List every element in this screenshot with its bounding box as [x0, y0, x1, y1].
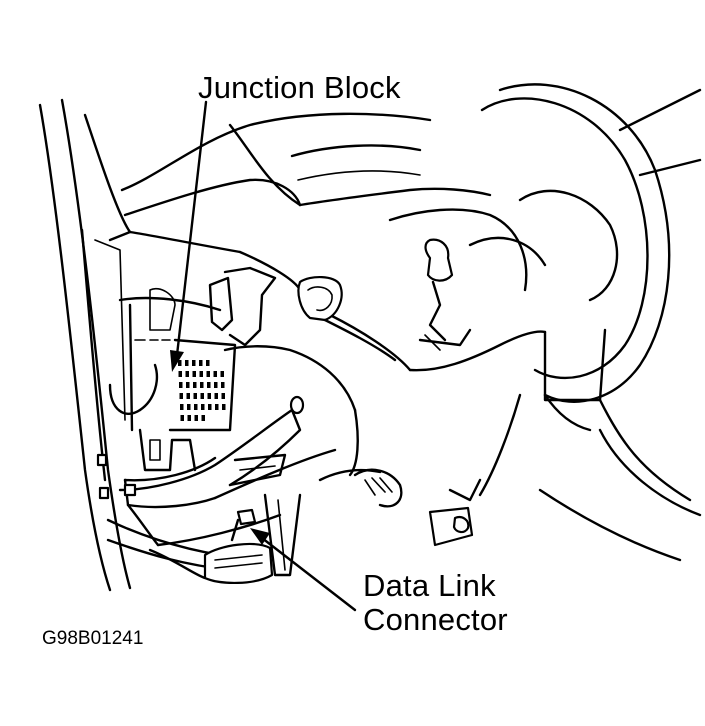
fuse-slot — [180, 404, 184, 410]
fuse-slot — [186, 393, 190, 399]
fuse-slot — [193, 382, 197, 388]
a-pillar — [38, 98, 132, 592]
junction-block — [108, 287, 237, 472]
fuse-slot — [179, 382, 183, 388]
fuse-slot — [221, 382, 225, 388]
data-link-connector — [230, 508, 257, 542]
data-link-leader — [250, 528, 357, 612]
junction-block-leader — [170, 100, 208, 372]
fuse-slot — [221, 393, 225, 399]
fuse-slot — [201, 415, 205, 421]
column-lower — [318, 398, 702, 562]
fuse-slot — [187, 415, 191, 421]
fuse-slot — [180, 415, 184, 421]
fuse-slot — [194, 415, 198, 421]
steering-wheel — [468, 83, 702, 432]
fuse-slot — [214, 382, 218, 388]
dashboard-top — [120, 112, 492, 217]
junction-block-label: Junction Block — [198, 70, 401, 105]
data-link-label-line2: Connector — [363, 602, 508, 637]
instrument-panel — [108, 230, 397, 477]
fuse-slot — [222, 404, 226, 410]
figure-code: G98B01241 — [42, 628, 144, 649]
fuse-slot — [178, 371, 182, 377]
fuse-slot — [201, 404, 205, 410]
fuse-slot — [207, 382, 211, 388]
fuse-slot — [199, 371, 203, 377]
fuse-grid — [178, 360, 226, 421]
fuse-slot — [179, 393, 183, 399]
fuse-slot — [206, 360, 210, 366]
fuse-slot — [220, 371, 224, 377]
lower-panel — [106, 408, 337, 572]
pedals — [148, 493, 302, 585]
fuse-slot — [194, 404, 198, 410]
fuse-slot — [213, 371, 217, 377]
fuse-slot — [178, 360, 182, 366]
fuse-slot — [206, 371, 210, 377]
fuse-slot — [186, 382, 190, 388]
fuse-slot — [193, 393, 197, 399]
fuse-slot — [200, 393, 204, 399]
fuse-slot — [185, 360, 189, 366]
fuse-slot — [185, 371, 189, 377]
fuse-slot — [208, 404, 212, 410]
fuse-slot — [214, 393, 218, 399]
fuse-slot — [199, 360, 203, 366]
data-link-label-line1: Data Link — [363, 568, 496, 603]
fuse-slot — [215, 404, 219, 410]
steering-column — [328, 208, 607, 497]
fuse-slot — [192, 360, 196, 366]
fuse-slot — [187, 404, 191, 410]
fuse-slot — [192, 371, 196, 377]
fuse-slot — [207, 393, 211, 399]
fuse-slot — [200, 382, 204, 388]
